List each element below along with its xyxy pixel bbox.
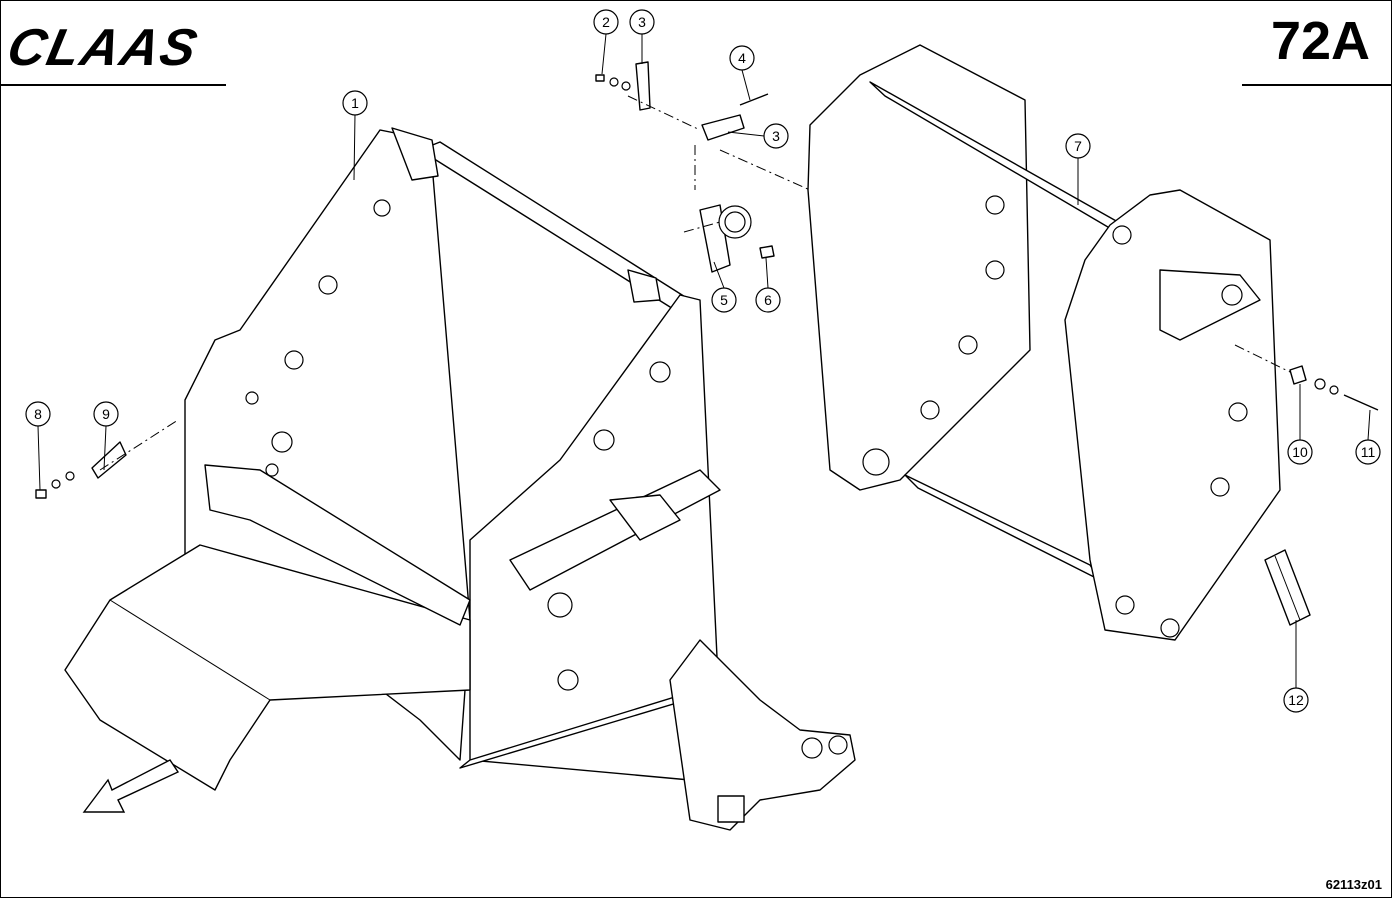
callout-label: 12: [1288, 692, 1304, 708]
bolt-part-2: [595, 74, 605, 82]
callout-label: 10: [1292, 444, 1308, 460]
panel-hole: [958, 335, 978, 355]
panel-hole: [318, 275, 338, 295]
bolt-part-4: [739, 93, 769, 106]
plate-bend: [1274, 555, 1301, 621]
panel-hole: [862, 448, 890, 476]
panel-hole: [271, 431, 293, 453]
callout-12: 12: [1283, 687, 1309, 713]
callout-label: 9: [102, 406, 110, 422]
bolt-part-8: [35, 489, 47, 499]
callout-label: 7: [1074, 138, 1082, 154]
callout-label: 1: [351, 95, 359, 111]
drawbar-base: [64, 544, 471, 791]
panel-hole: [284, 350, 304, 370]
rear-left-panel: [807, 44, 1031, 491]
callout-5: 5: [711, 287, 737, 313]
panel-hole: [265, 463, 279, 477]
callout-label: 3: [638, 14, 646, 30]
washer: [65, 471, 75, 481]
front-hitch-channel: [204, 464, 471, 626]
washer: [51, 479, 61, 489]
main-frame-assembly: [64, 127, 856, 831]
panel-hole: [985, 260, 1005, 280]
drawing-id: 62113z01: [1325, 877, 1382, 892]
panel-hole: [985, 195, 1005, 215]
assembly-line: [719, 149, 811, 191]
panel-hole: [373, 199, 391, 217]
top-bracket: [391, 127, 439, 181]
panel-hole: [547, 592, 573, 618]
callout-label: 6: [764, 292, 772, 308]
assembly-line: [627, 95, 701, 131]
clamp-part-3a: [635, 61, 651, 111]
base-edge: [109, 599, 271, 701]
panel-hole: [1210, 477, 1230, 497]
callout-label: 5: [720, 292, 728, 308]
callout-11: 11: [1355, 439, 1381, 465]
panel-hole: [557, 669, 579, 691]
callout-label: 2: [602, 14, 610, 30]
washer: [1314, 378, 1326, 390]
callout-label: 3: [772, 128, 780, 144]
panel-hole: [1115, 595, 1135, 615]
mid-bracket: [609, 494, 681, 541]
bracket-part-9: [91, 441, 127, 479]
washer: [609, 77, 619, 87]
callout-8: 8: [25, 401, 51, 427]
tube-clamp: [627, 269, 661, 303]
callout-10: 10: [1287, 439, 1313, 465]
panel-hole: [245, 391, 259, 405]
rear-lower-tube: [904, 474, 1101, 581]
callout-7: 7: [1065, 133, 1091, 159]
page-number: 72A: [1270, 11, 1370, 71]
callout-4: 4: [729, 45, 755, 71]
callout-2: 2: [593, 9, 619, 35]
lower-right-arm: [669, 639, 856, 831]
bolt-part-11: [1343, 394, 1379, 411]
panel-hole: [1160, 618, 1180, 638]
callout-label: 8: [34, 406, 42, 422]
flange-part-5: [699, 204, 752, 273]
panel-hole: [593, 429, 615, 451]
callout-label: 4: [738, 50, 746, 66]
flange-bore: [724, 211, 746, 233]
rear-right-panel: [1064, 189, 1281, 641]
arm-hole: [828, 735, 848, 755]
callout-3a: 3: [629, 9, 655, 35]
callout-6: 6: [755, 287, 781, 313]
clamp-part-10: [1289, 365, 1307, 385]
panel-hole: [1228, 402, 1248, 422]
header-rule-right: [1242, 84, 1392, 86]
callout-9: 9: [93, 401, 119, 427]
square-tube-end: [717, 795, 745, 823]
bolt-part-6: [759, 245, 775, 259]
assembly-line: [683, 221, 721, 233]
callout-1: 1: [342, 90, 368, 116]
callout-label: 11: [1361, 444, 1376, 460]
travel-direction-arrow: [82, 759, 180, 813]
panel-hole: [649, 361, 671, 383]
bearing-hole: [1221, 284, 1243, 306]
assembly-line: [99, 419, 179, 471]
rear-frame-assembly: [807, 44, 1281, 641]
header-rule-left: [0, 84, 226, 86]
washer: [621, 81, 631, 91]
panel-hole: [920, 400, 940, 420]
callout-3b: 3: [763, 123, 789, 149]
pivot-boss: [1112, 225, 1132, 245]
clamp-part-3b: [701, 114, 745, 141]
leader-lines: [37, 33, 1371, 688]
arm-hole: [801, 737, 823, 759]
washer: [1329, 385, 1339, 395]
